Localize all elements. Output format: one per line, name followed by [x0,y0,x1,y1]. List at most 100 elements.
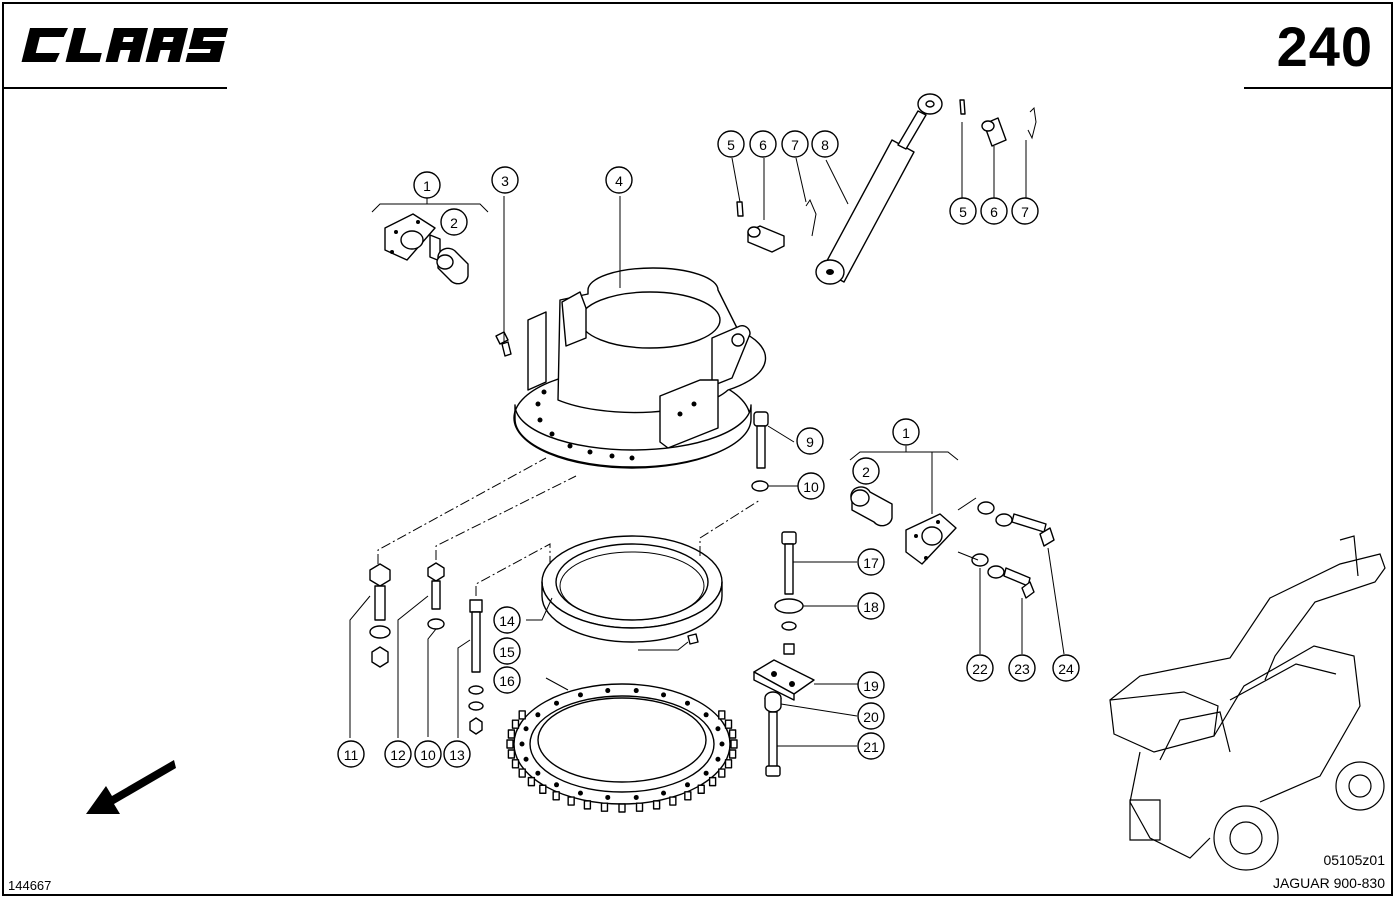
callout-label: 10 [420,747,436,763]
gear-tooth [518,710,526,720]
callout-label: 1 [423,178,431,194]
gear-tooth [728,729,737,739]
callout-c23: 23 [1008,654,1036,682]
callout-label: 23 [1014,661,1030,677]
callout-c17: 17 [857,548,885,576]
bushing-right [850,486,893,527]
callout-label: 18 [863,599,879,615]
gear-bolt-hole [684,782,690,788]
callout-label: 12 [390,747,406,763]
callout-c13: 13 [443,740,471,768]
callout-c10b: 10 [414,740,442,768]
gear-bolt-hole [554,782,560,788]
callout-c1b: 1 [892,418,920,446]
gear-tooth [718,768,726,778]
gear-tooth [567,796,575,806]
gear-bolt-hole [633,688,639,694]
slewing-gear-ring [506,677,738,813]
callout-label: 6 [990,204,998,220]
callout-c3: 3 [491,166,519,194]
gear-bolt-hole [715,756,721,762]
gear-tooth [552,791,560,801]
hydraulic-cylinder [815,93,943,285]
bushing-left [436,247,469,285]
callout-c24: 24 [1052,654,1080,682]
callout-label: 5 [959,204,967,220]
bearing-bracket-right [849,446,959,565]
callout-label: 5 [727,137,735,153]
gear-bolt-hole [577,790,583,796]
gear-tooth [635,802,644,812]
clamp-plate-19 [753,659,858,701]
gear-tooth [724,719,733,729]
housing-bolt-holes [535,389,697,461]
callout-label: 3 [501,173,509,189]
arrow-down-left-icon [86,760,176,814]
callout-label: 2 [450,215,458,231]
callout-label: 8 [821,137,829,153]
callout-c16: 16 [493,666,521,694]
gear-tooth [600,802,609,812]
gear-tooth [511,719,520,729]
cotter-pin-right [1027,106,1037,140]
gear-tooth [539,784,547,794]
gear-teeth [506,710,738,813]
callout-label: 11 [344,747,359,763]
gear-bolt-hole [633,794,639,800]
spring-pin-right [959,99,966,115]
gear-bolt-hole [605,688,611,694]
callout-c5a: 5 [717,130,745,158]
callout-c2a: 2 [440,208,468,236]
callout-c5b: 5 [949,197,977,225]
callout-c7b: 7 [1011,197,1039,225]
gear-bolt-hole [661,790,667,796]
bolt-11 [349,563,391,738]
leader-lines-top [731,122,1027,220]
gear-tooth [507,749,516,759]
gear-tooth [527,776,536,787]
grease-nipple [495,196,512,357]
gear-tooth [511,759,520,769]
callout-c4: 4 [605,166,633,194]
gear-tooth [718,710,726,720]
model-designation: JAGUAR 900-830 [1272,875,1385,891]
callout-c1a: 1 [413,171,441,199]
callout-label: 7 [1021,204,1029,220]
callout-label: 17 [863,555,879,571]
gear-tooth [583,800,592,810]
bolt-21 [765,711,857,777]
gear-bolt-hole [715,726,721,732]
callout-label: 2 [862,464,870,480]
callout-label: 13 [449,747,465,763]
gear-tooth [507,729,516,739]
gear-bolt-hole [703,770,709,776]
callout-c20: 20 [857,702,885,730]
nut-18 [781,621,797,655]
callout-label: 6 [759,137,767,153]
callout-label: 16 [499,673,515,689]
gear-bolt-hole [684,700,690,706]
cotter-pin-left [805,198,817,237]
callout-c15: 15 [493,637,521,665]
forage-harvester-icon [1109,535,1386,871]
gear-bolt-hole [519,741,525,747]
assembly-lines [377,457,761,596]
gear-tooth [618,803,626,813]
gear-bolt-hole [535,712,541,718]
swivel-housing [513,196,767,469]
spring-pin-left [736,201,744,217]
callout-label: 19 [863,678,879,694]
callout-c19: 19 [857,671,885,699]
swivel-bearing-ring [526,535,723,643]
cap-screw-9 [753,411,795,469]
callout-c8: 8 [811,130,839,158]
callout-label: 4 [615,173,623,189]
callout-c10a: 10 [797,472,825,500]
callout-label: 24 [1058,661,1074,677]
bolt-17 [781,531,857,595]
callout-label: 14 [499,613,515,629]
gear-tooth [518,768,526,778]
